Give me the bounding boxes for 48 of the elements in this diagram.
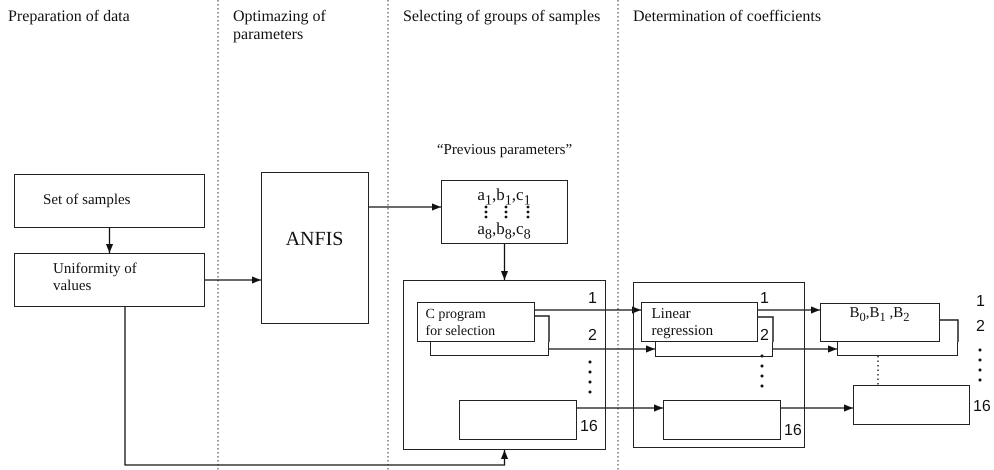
arrow	[773, 345, 837, 353]
arrow	[577, 404, 663, 412]
box-label: Uniformity of values	[53, 261, 138, 295]
arrow	[549, 345, 655, 353]
stacked-box	[837, 342, 958, 356]
process-box	[14, 253, 205, 307]
output-number: 16	[973, 398, 991, 416]
process-box	[640, 302, 758, 342]
arrow	[205, 276, 261, 284]
output-number: 2	[976, 318, 985, 336]
box-label: Set of samples	[43, 192, 130, 209]
stacked-box	[430, 342, 548, 356]
arrow	[535, 306, 641, 314]
stacked-box	[662, 400, 780, 440]
column-heading: Selecting of groups of samples	[403, 8, 602, 26]
output-number: 2	[588, 327, 597, 345]
connector-line	[877, 356, 879, 385]
output-number: 1	[588, 290, 597, 308]
arrow	[500, 244, 508, 280]
box-label: C program for selection	[426, 306, 496, 340]
column-heading: Determination of coefficients	[633, 8, 822, 26]
column-heading: Optimazing of parameters	[233, 8, 327, 44]
process-box	[820, 303, 940, 342]
box-label: Linear regression	[652, 306, 714, 340]
box-label: ANFIS	[284, 231, 344, 248]
box-heading: “Previous parameters”	[436, 142, 574, 159]
output-number: 16	[580, 418, 598, 436]
parameter-text: a$_{8}$,b$_{8}$,c$_{8}$	[476, 219, 532, 244]
arrow	[781, 404, 853, 412]
stacked-box	[853, 385, 970, 425]
process-box	[416, 302, 534, 342]
group-box	[403, 280, 606, 450]
stacked-box	[654, 342, 772, 356]
group-box	[633, 282, 805, 448]
arrow	[758, 306, 820, 314]
output-number: 1	[760, 290, 769, 308]
column-heading: Preparation of data	[8, 8, 131, 26]
box-label: B$_{0}$,B$_{1}$ ,B$_{2}$	[848, 305, 911, 326]
arrow	[124, 307, 508, 466]
process-box	[261, 172, 369, 324]
stacked-box	[458, 400, 576, 440]
arrow	[369, 203, 441, 211]
output-number: 2	[760, 327, 769, 345]
output-number: 16	[784, 422, 802, 440]
process-box	[14, 174, 205, 228]
output-number: 1	[976, 293, 985, 311]
parameter-text: a$_{1}$,b$_{1}$,c$_{1}$	[476, 185, 532, 210]
arrow	[106, 228, 114, 253]
